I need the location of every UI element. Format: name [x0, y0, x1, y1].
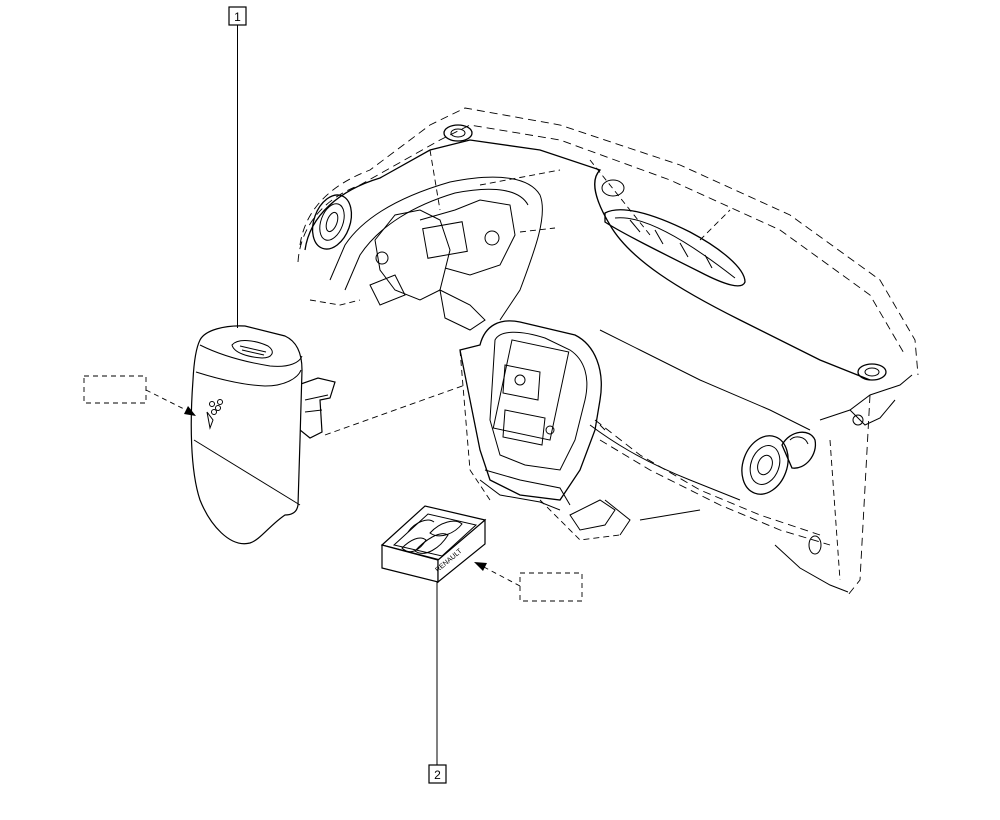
callout-2-label: 2 [434, 768, 441, 782]
callout-1-label: 1 [234, 10, 241, 24]
reference-box-1 [83, 375, 196, 416]
ashtray-icon [190, 325, 336, 545]
arrow-icon [474, 562, 487, 571]
reference-box-2 [474, 562, 583, 602]
callout-1: 1 [228, 6, 247, 328]
dashboard-icon [297, 107, 919, 596]
callout-2: 2 [428, 582, 447, 784]
arrow-icon [184, 406, 196, 416]
ashtray-insert-icon: RENAULT [380, 505, 487, 584]
